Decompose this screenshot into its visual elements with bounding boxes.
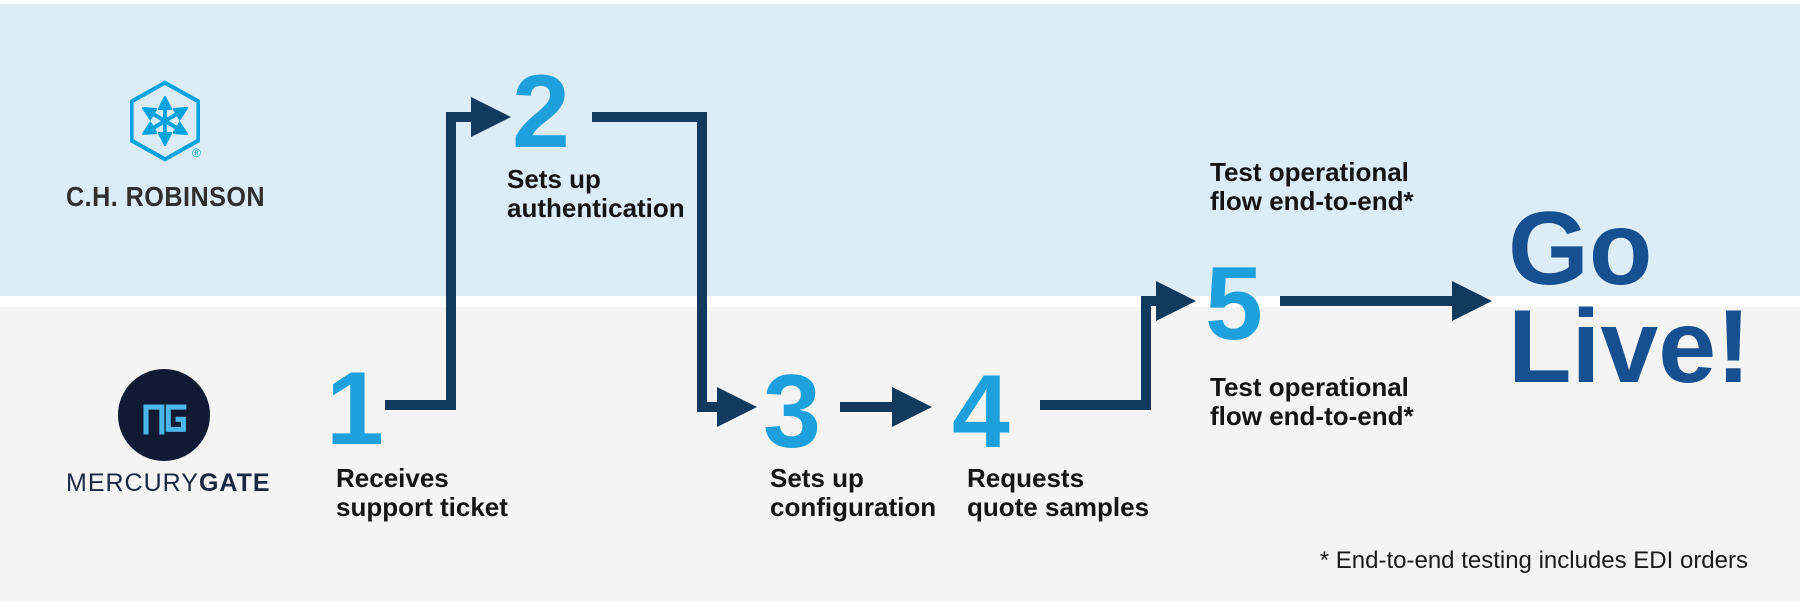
label-line: Receives <box>336 463 449 493</box>
step-5-label-top: Test operational flow end-to-end* <box>1210 158 1414 216</box>
label-line: authentication <box>507 193 685 223</box>
step-5-label-bottom: Test operational flow end-to-end* <box>1210 373 1414 431</box>
mercurygate-monogram-icon <box>118 369 210 461</box>
mg-monogram-g <box>165 404 187 432</box>
step-2-number: 2 <box>512 54 570 170</box>
label-line: quote samples <box>967 492 1150 522</box>
step-1-label: Receives support ticket <box>336 464 508 522</box>
step-4-label: Requests quote samples <box>967 464 1149 522</box>
label-line: configuration <box>770 492 937 522</box>
arrow-step4-to-step5 <box>1040 281 1196 410</box>
step-3-label: Sets up configuration <box>770 464 936 522</box>
step-3-number: 3 <box>763 354 821 470</box>
label-line: Requests <box>967 463 1085 493</box>
label-line: Sets up <box>770 463 864 493</box>
mercurygate-logo-text-suffix: GATE <box>198 469 271 497</box>
step-5-number: 5 <box>1205 246 1263 362</box>
chrobinson-logo-text: C.H. ROBINSON <box>66 181 266 212</box>
mercurygate-logo-text: MERCURYGATE <box>66 469 271 498</box>
step-4-number: 4 <box>952 354 1010 470</box>
go-live-text: Go Live! <box>1508 191 1751 405</box>
chrobinson-registered-mark: ® <box>192 146 201 160</box>
go-live-line: Go <box>1508 191 1653 307</box>
label-line: Sets up <box>507 164 601 194</box>
label-line: support ticket <box>336 492 508 522</box>
go-live-line: Live! <box>1508 289 1751 405</box>
label-line: flow end-to-end* <box>1210 401 1414 431</box>
mercurygate-lane-background <box>0 307 1800 601</box>
chrobinson-hexagon-icon <box>130 80 200 162</box>
label-line: Test operational <box>1210 372 1409 402</box>
footnote: * End-to-end testing includes EDI orders <box>1319 547 1748 574</box>
arrow-step1-to-step2 <box>385 97 511 410</box>
step-2-label: Sets up authentication <box>507 165 685 223</box>
label-line: Test operational <box>1210 157 1409 187</box>
label-line: flow end-to-end* <box>1210 186 1414 216</box>
chrobinson-lane-background <box>0 4 1800 296</box>
mercurygate-logo-text-prefix: MERCURY <box>66 469 199 497</box>
step-1-number: 1 <box>326 351 384 467</box>
arrow-step2-to-step3 <box>592 112 757 427</box>
mg-monogram-m <box>143 404 165 435</box>
